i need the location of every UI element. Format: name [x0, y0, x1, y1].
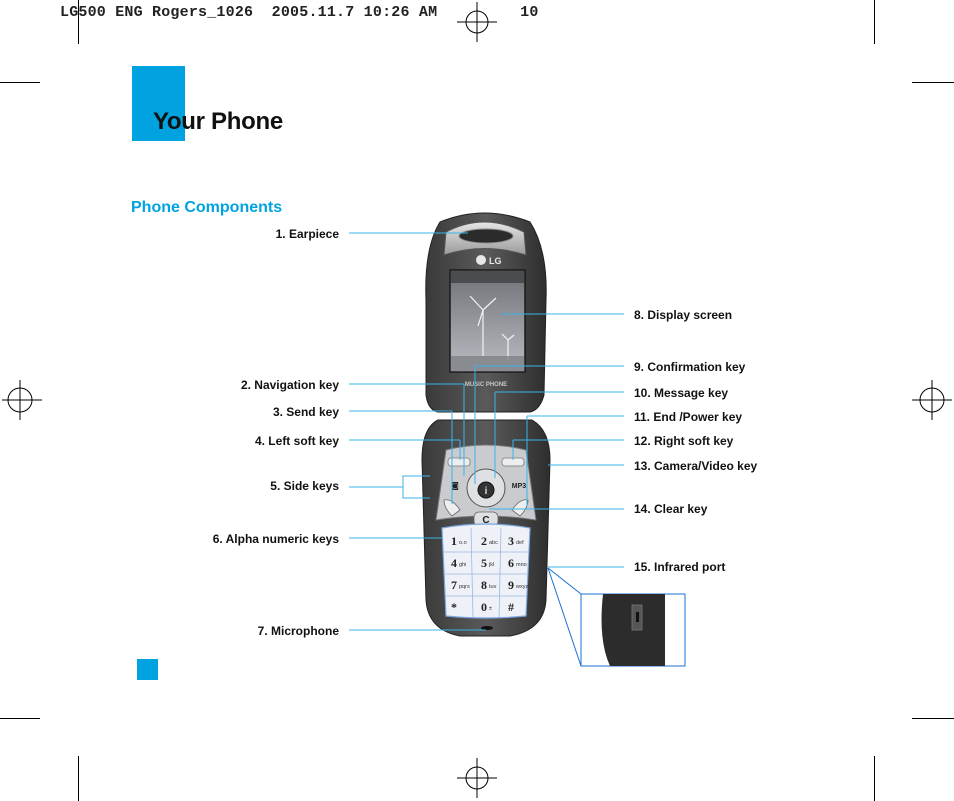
keypad-key-digit[interactable]: 7 — [451, 578, 457, 592]
label-alpha-numeric-keys: 6. Alpha numeric keys — [212, 532, 339, 546]
title-color-block — [132, 66, 185, 141]
keypad-key-digit[interactable]: 5 — [481, 556, 487, 570]
label-microphone: 7. Microphone — [257, 624, 339, 638]
screen-status-bar — [451, 271, 524, 283]
keypad-key-digit[interactable]: 6 — [508, 556, 514, 570]
keypad-key-digit[interactable]: * — [451, 600, 457, 614]
music-phone-badge: MUSIC PHONE — [465, 382, 507, 388]
infrared-leader — [547, 567, 582, 667]
earpiece — [458, 228, 514, 244]
crop-mark — [912, 718, 954, 719]
display-screen — [449, 269, 526, 373]
label-send-key: 3. Send key — [272, 405, 339, 419]
label-clear-key: 14. Clear key — [634, 502, 708, 516]
crop-mark — [874, 0, 875, 44]
label-message-key: 10. Message key — [634, 386, 729, 400]
print-header-date: 2005.11.7 — [271, 4, 355, 21]
label-confirmation-key: 9. Confirmation key — [634, 360, 746, 374]
keypad-key-digit[interactable]: # — [508, 600, 514, 614]
label-camera-video-key: 13. Camera/Video key — [634, 459, 758, 473]
keypad-key-letters: tuv — [489, 584, 497, 590]
page-title: Your Phone — [153, 108, 283, 135]
keypad-key-digit[interactable]: 8 — [481, 578, 487, 592]
lg-logo-icon — [476, 255, 486, 265]
label-infrared-port: 15. Infrared port — [634, 560, 726, 574]
registration-mark-right — [912, 380, 952, 420]
registration-mark-top — [457, 2, 497, 42]
page-marker — [137, 659, 158, 680]
keypad-key-letters: ± — [489, 606, 492, 612]
keypad-key-letters: jkl — [488, 562, 494, 568]
label-navigation-key: 2. Navigation key — [240, 378, 339, 392]
keypad-key-digit[interactable]: 2 — [481, 534, 487, 548]
wind-turbine-icon — [469, 295, 515, 360]
crop-mark — [78, 0, 79, 44]
screen-soft-bar — [451, 356, 524, 371]
print-header-page: 10 — [520, 4, 539, 21]
keypad-key-digit[interactable]: 0 — [481, 600, 487, 614]
clear-key-label: C — [482, 515, 489, 526]
keypad-key-letters: ghi — [459, 562, 466, 568]
left-soft-key — [447, 457, 471, 467]
confirmation-key — [477, 481, 495, 499]
section-heading: Phone Components — [131, 199, 283, 216]
brand-logo: LG — [489, 256, 502, 266]
keypad-key-digit[interactable]: 4 — [451, 556, 457, 570]
keypad-key-letters: mno — [516, 562, 527, 568]
keypad-key-letters: pqrs — [459, 584, 470, 590]
send-key — [443, 499, 461, 517]
keypad-grid — [443, 527, 529, 619]
crop-mark — [0, 718, 40, 719]
print-header-time: 10:26 AM — [363, 4, 438, 21]
registration-mark-bottom — [457, 758, 497, 798]
crop-mark — [912, 82, 954, 83]
print-header: LG500 ENG Rogers_1026 2005.11.7 10:26 AM… — [60, 4, 539, 21]
ok-icon: i — [485, 486, 488, 497]
camera-key-icon: ◙ — [451, 481, 459, 490]
alpha-numeric-keypad — [441, 523, 531, 619]
keypad-key-digit[interactable]: 9 — [508, 578, 514, 592]
mp3-key-label: MP3 — [512, 483, 527, 490]
keypad-key-digit[interactable]: 1 — [451, 534, 457, 548]
crop-mark — [874, 756, 875, 801]
leader-lines — [349, 232, 624, 631]
crop-mark — [78, 756, 79, 801]
print-header-file: LG500 ENG Rogers_1026 — [60, 4, 254, 21]
microphone — [481, 626, 493, 630]
crop-mark — [0, 82, 40, 83]
keypad-key-letters: o.o — [459, 540, 467, 546]
keypad-key-letters: abc — [489, 540, 498, 546]
label-end-power-key: 11. End /Power key — [634, 410, 743, 424]
keypad-key-letters: def — [516, 540, 524, 546]
keypad-key-letters: wxyz — [515, 584, 528, 590]
keypad-key-digit[interactable]: 3 — [508, 534, 514, 548]
label-right-soft-key: 12. Right soft key — [634, 434, 734, 448]
label-earpiece: 1. Earpiece — [275, 227, 339, 241]
registration-mark-left — [2, 380, 42, 420]
label-display-screen: 8. Display screen — [634, 308, 733, 322]
label-side-keys: 5. Side keys — [270, 479, 339, 493]
infrared-lens — [636, 612, 639, 622]
label-left-soft-key: 4. Left soft key — [254, 434, 339, 448]
